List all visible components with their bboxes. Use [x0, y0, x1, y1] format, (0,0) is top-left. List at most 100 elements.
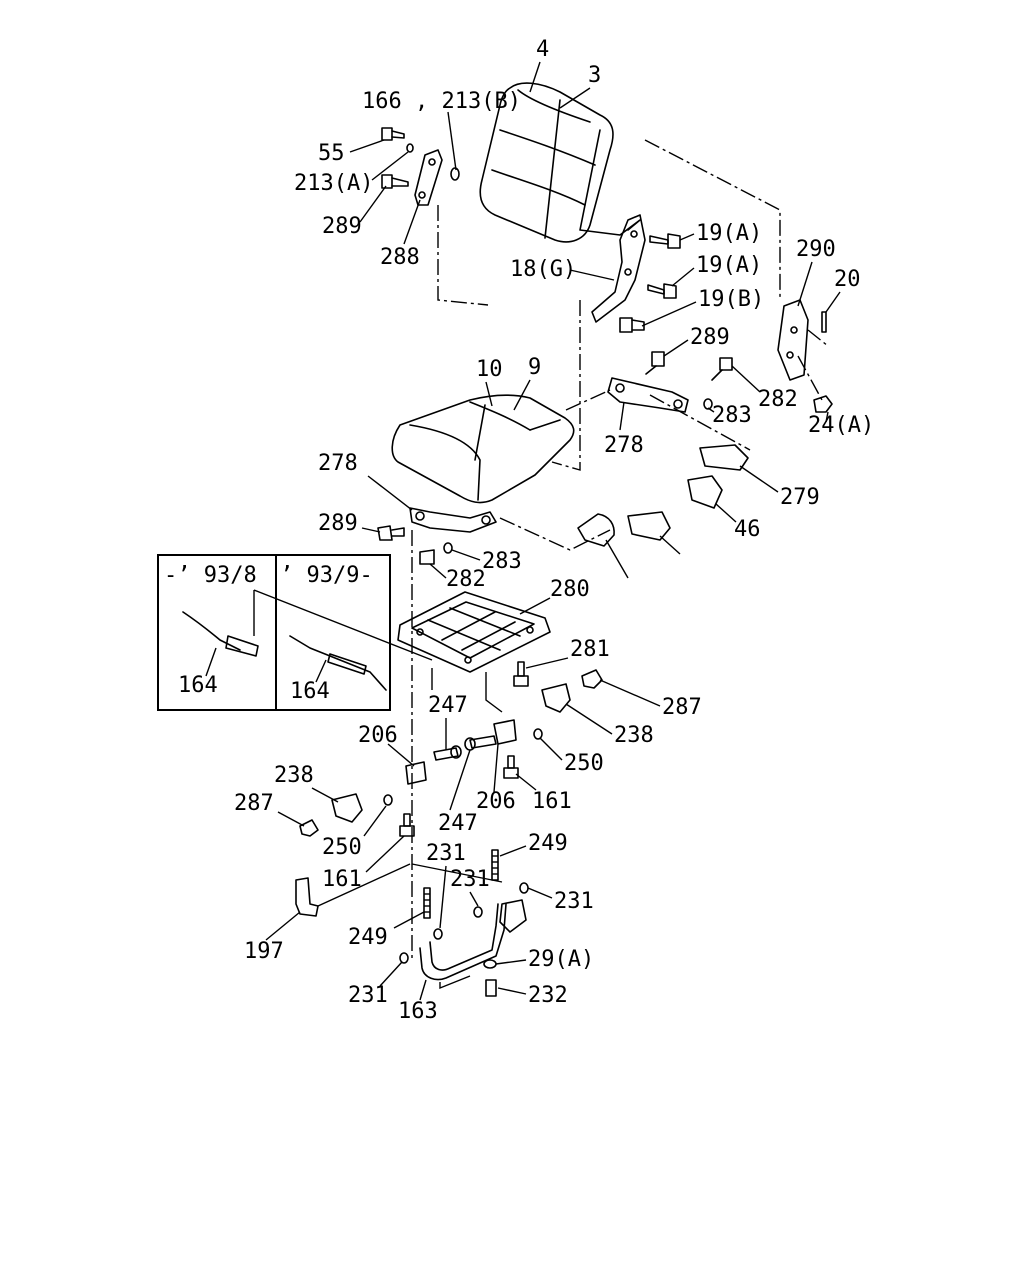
pin-247-bottom: [464, 735, 497, 751]
label-238-left: 238: [274, 763, 314, 788]
bracket-197: [295, 877, 319, 917]
label-289-top: 289: [322, 214, 362, 239]
clip-231-a: [433, 928, 443, 940]
washer-283-right: [703, 398, 713, 410]
cover-279-right: [699, 444, 749, 471]
spring-249-right: [491, 849, 499, 881]
seatbelt-strap-right: [289, 635, 387, 691]
label-231-a: 231: [426, 841, 466, 866]
label-163: 163: [398, 999, 438, 1024]
label-231-d: 231: [348, 983, 388, 1008]
label-24a: 24(A): [808, 413, 874, 438]
label-231-c: 231: [554, 889, 594, 914]
label-238-right: 238: [614, 723, 654, 748]
washer-29a: [483, 959, 497, 969]
bolt-232: [485, 979, 497, 997]
seat-frame-280: [397, 591, 551, 673]
label-280: 280: [550, 577, 590, 602]
bolt-19a-2: [647, 283, 677, 299]
label-18g: 18(G): [510, 257, 576, 282]
label-289-left: 289: [318, 511, 358, 536]
label-46-right: 46: [734, 517, 761, 542]
trim-panel-290: [777, 299, 809, 381]
label-279-right: 279: [780, 485, 820, 510]
bracket-278-left: [409, 507, 497, 533]
seatbelt-strap-left: [182, 611, 241, 651]
buckle-right: [327, 653, 367, 675]
inset-left-header: -’ 93/8: [164, 563, 257, 588]
label-250-left: 250: [322, 835, 362, 860]
label-20: 20: [834, 267, 861, 292]
bolt-287-right: [581, 669, 603, 689]
inset-left-label: 164: [178, 673, 218, 698]
label-19b: 19(B): [698, 287, 764, 312]
latch-46-mid: [627, 511, 671, 541]
seat-back-cushion: [479, 82, 641, 243]
bolt-55: [381, 127, 405, 141]
bracket-278-right: [607, 377, 689, 413]
bolt-282-left: [419, 549, 435, 565]
label-290: 290: [796, 237, 836, 262]
slider-206-left: [405, 761, 427, 785]
label-9: 9: [528, 355, 541, 380]
bracket-238-right: [541, 683, 571, 713]
label-289-mid: 289: [690, 325, 730, 350]
bolt-289-top: [381, 174, 409, 189]
inset-box: -’ 93/8 ’ 93/9- 164 164: [157, 554, 391, 711]
label-161-right: 161: [532, 789, 572, 814]
label-213a: 213(A): [294, 171, 373, 196]
rail-163: [419, 903, 507, 981]
bolt-19b: [619, 317, 645, 333]
label-206-right: 206: [476, 789, 516, 814]
label-287-right: 287: [662, 695, 702, 720]
washer-250-left: [383, 794, 393, 806]
clip-231-d: [399, 952, 409, 964]
buckle-left: [225, 635, 259, 657]
label-19a-1: 19(A): [696, 221, 762, 246]
inset-right-label: 164: [290, 679, 330, 704]
label-283-right: 283: [712, 403, 752, 428]
seat-cushion: [391, 394, 575, 504]
spring-249-left: [423, 887, 431, 919]
inset-right-header: ’ 93/9-: [280, 563, 373, 588]
label-206-left: 206: [358, 723, 398, 748]
label-249-right: 249: [528, 831, 568, 856]
latch-46-right: [687, 475, 723, 509]
label-19a-2: 19(A): [696, 253, 762, 278]
hinge-bracket-288: [414, 149, 443, 206]
slider-206-right: [493, 719, 517, 745]
bolt-287-left: [299, 819, 319, 837]
label-278-left: 278: [318, 451, 358, 476]
label-278-right: 278: [604, 433, 644, 458]
label-247-bottom: 247: [438, 811, 478, 836]
label-249-left: 249: [348, 925, 388, 950]
label-231-b: 231: [450, 867, 490, 892]
washer-250-right: [533, 728, 543, 740]
bracket-238-left: [331, 793, 363, 823]
label-161-left: 161: [322, 867, 362, 892]
label-10: 10: [476, 357, 503, 382]
label-281: 281: [570, 637, 610, 662]
washer-283-left: [443, 542, 453, 554]
label-283-left: 283: [482, 549, 522, 574]
bolt-161-right: [503, 755, 519, 779]
label-282-right: 282: [758, 387, 798, 412]
clip-231-b: [473, 906, 483, 918]
bolt-282-right: [711, 357, 733, 381]
label-197: 197: [244, 939, 284, 964]
bolt-289-left: [377, 525, 405, 541]
lever-block: [499, 899, 527, 933]
clip-20: [821, 311, 827, 333]
bolt-289-mid: [645, 351, 665, 375]
label-3: 3: [588, 63, 601, 88]
bolt-161-left: [399, 813, 415, 837]
label-55: 55: [318, 141, 345, 166]
bolt-24a: [813, 395, 833, 413]
clip-231-c: [519, 882, 529, 894]
label-288: 288: [380, 245, 420, 270]
label-287-left: 287: [234, 791, 274, 816]
label-250-right: 250: [564, 751, 604, 776]
hinge-bracket-18g: [591, 214, 646, 323]
label-29a: 29(A): [528, 947, 594, 972]
label-232: 232: [528, 983, 568, 1008]
